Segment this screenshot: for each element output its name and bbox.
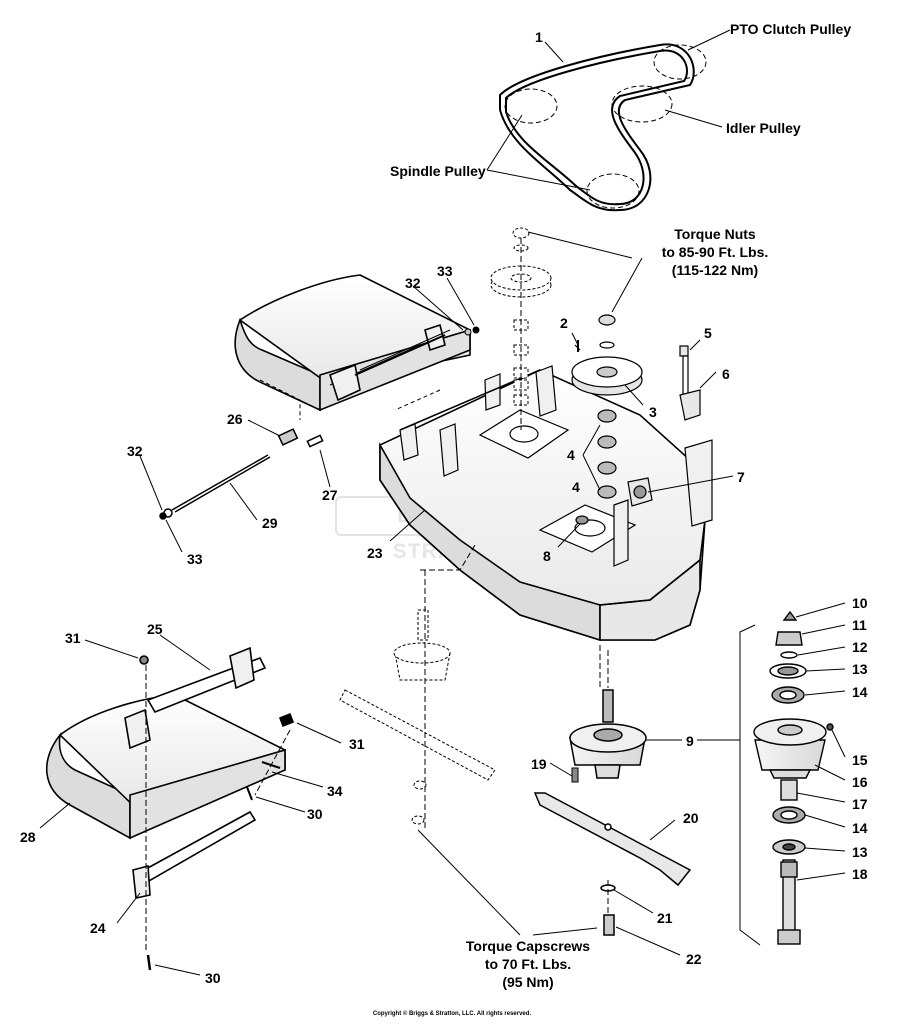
part-number-33-upper: 33 [437,263,453,279]
belt-leader-lines [486,29,731,191]
part-number-30-lower: 30 [205,970,221,986]
torque-capscrews-line-2: to 70 Ft. Lbs. [484,956,572,972]
lower-side-shield [46,646,295,971]
part-number-14-upper: 14 [852,684,868,700]
deck-mount-plates [478,409,637,553]
torque-capscrews-line-1: Torque Capscrews [465,938,591,954]
pto-clutch-pulley-label: PTO Clutch Pulley [730,21,852,37]
part-number-18: 18 [852,866,868,882]
part-number-32-upper: 32 [405,275,421,291]
part-number-1: 1 [535,29,543,45]
pulley-circles [504,44,707,209]
right-deck-leaders [389,231,734,548]
part-number-13-lower: 13 [852,844,868,860]
part-number-16: 16 [852,774,868,790]
part-number-31-left: 31 [65,630,81,646]
part-number-6: 6 [722,366,730,382]
part-number-7: 7 [737,469,745,485]
rod-assembly [159,428,324,520]
part-number-19: 19 [531,756,547,772]
upper-side-shield [234,274,471,412]
part-number-32-lower: 32 [127,443,143,459]
part-number-26: 26 [227,411,243,427]
part-number-22: 22 [686,951,702,967]
upper-left-leaders [139,277,475,553]
part-number-8: 8 [543,548,551,564]
right-spindle-stack [571,314,643,499]
torque-nuts-note: Torque Nuts to 85-90 Ft. Lbs. (115-122 N… [634,225,796,279]
torque-nuts-line-1: Torque Nuts [674,226,756,242]
part-number-10: 10 [852,595,868,611]
part-number-4-lower: 4 [572,479,580,495]
part-number-33-lower: 33 [187,551,203,567]
torque-nuts-line-2: to 85-90 Ft. Lbs. [661,244,769,260]
dashed-spindle [339,609,496,825]
idler-pulley-label: Idler Pulley [726,120,801,136]
part-number-2: 2 [560,315,568,331]
part-number-34: 34 [327,783,343,799]
part-number-30-upper: 30 [307,806,323,822]
part-number-27: 27 [322,487,338,503]
part-number-5: 5 [704,325,712,341]
part-number-14-lower: 14 [852,820,868,836]
lower-left-leaders [39,634,342,976]
deck-brackets [399,365,713,567]
part-number-9: 9 [686,733,694,749]
part-number-4-upper: 4 [567,447,575,463]
part-number-21: 21 [657,910,673,926]
upper-shield-hardware [464,326,480,336]
part-number-15: 15 [852,752,868,768]
center-leaders [417,650,682,956]
part-number-20: 20 [683,810,699,826]
part-number-24: 24 [90,920,106,936]
spindle-exploded-parts [753,610,834,945]
part-number-13-upper: 13 [852,661,868,677]
spindle-pulley-label: Spindle Pulley [390,163,486,179]
copyright-notice: Copyright © Briggs & Stratton, LLC. All … [372,1011,532,1017]
part-number-28: 28 [20,829,36,845]
part-number-11: 11 [852,617,867,633]
spindle-exploded-leaders [795,602,846,881]
part-number-17: 17 [852,796,868,812]
torque-capscrews-note: Torque Capscrews to 70 Ft. Lbs. (95 Nm) [432,937,624,991]
torque-nuts-line-3: (115-122 Nm) [671,262,759,278]
part-number-3: 3 [649,404,657,420]
part-number-25: 25 [147,621,163,637]
spindle-assembly [533,645,692,936]
part-number-23: 23 [367,545,383,561]
belt [499,43,695,212]
torque-capscrews-line-3: (95 Nm) [502,974,554,990]
spindle-exploded-bracket [697,624,761,946]
deck-small-parts [575,345,701,525]
part-number-12: 12 [852,639,868,655]
part-number-31-right: 31 [349,736,365,752]
part-number-29: 29 [262,515,278,531]
